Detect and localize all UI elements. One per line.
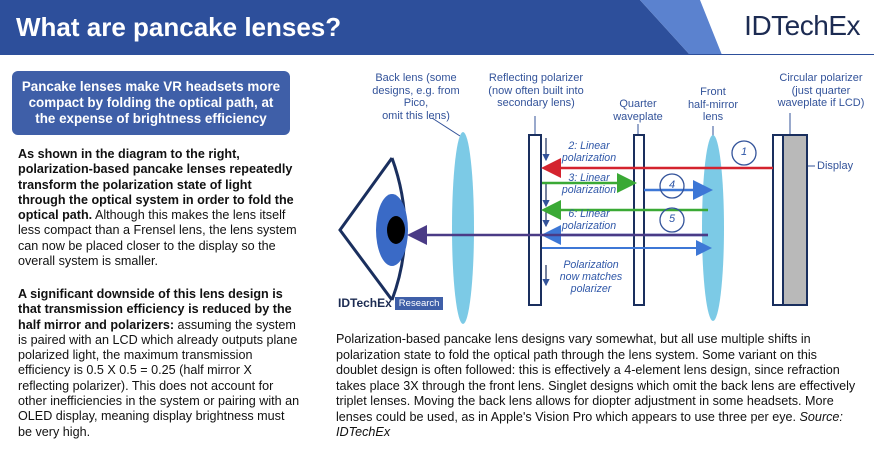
- brand-logo: IDTechEx: [744, 10, 860, 41]
- step-number-4: 4: [668, 179, 676, 191]
- paragraph-efficiency-bold: A significant downside of this lens desi…: [18, 287, 292, 332]
- diagram-logo-badge: Research: [394, 296, 444, 310]
- label-reflecting-polarizer: Reflecting polarizer(now often built int…: [488, 72, 584, 109]
- quarter-waveplate: [633, 134, 645, 306]
- diagram-logo-text: IDTechEx: [338, 296, 392, 310]
- front-half-mirror-lens: [702, 135, 724, 321]
- diagram-caption: Polarization-based pancake lens designs …: [336, 332, 860, 441]
- paragraph-fold-path-rest: Although this makes the lens itself less…: [18, 208, 297, 269]
- back-lens: [452, 132, 474, 324]
- eye-icon: [338, 157, 408, 301]
- step-5-circle: [659, 207, 685, 233]
- circular-polarizer: [772, 134, 784, 306]
- diagram-logo: IDTechEx Research: [338, 296, 444, 310]
- label-display: Display: [817, 160, 854, 172]
- display-panel: [782, 134, 808, 306]
- step-number-5: 5: [668, 213, 676, 225]
- step-number-1: 1: [740, 146, 748, 158]
- callout-box: Pancake lenses make VR headsets more com…: [12, 71, 290, 135]
- step-1-circle: [731, 140, 757, 166]
- paragraph-fold-path: As shown in the diagram to the right, po…: [18, 147, 300, 269]
- paragraph-fold-path-bold: As shown in the diagram to the right, po…: [18, 147, 294, 223]
- header-banner: What are pancake lenses? IDTechEx: [0, 0, 874, 55]
- caption-source: Source: IDTechEx: [336, 409, 843, 440]
- step-4-circle: [659, 173, 685, 199]
- header-band-shape: [0, 0, 874, 55]
- caption-text: Polarization-based pancake lens designs …: [336, 332, 856, 424]
- reflecting-polarizer: [528, 134, 542, 306]
- diagram-graphics: [338, 113, 815, 324]
- paragraph-efficiency-rest: assuming the system is paired with an LC…: [18, 317, 300, 439]
- page-title: What are pancake lenses?: [16, 12, 342, 42]
- paragraph-efficiency: A significant downside of this lens desi…: [18, 287, 300, 440]
